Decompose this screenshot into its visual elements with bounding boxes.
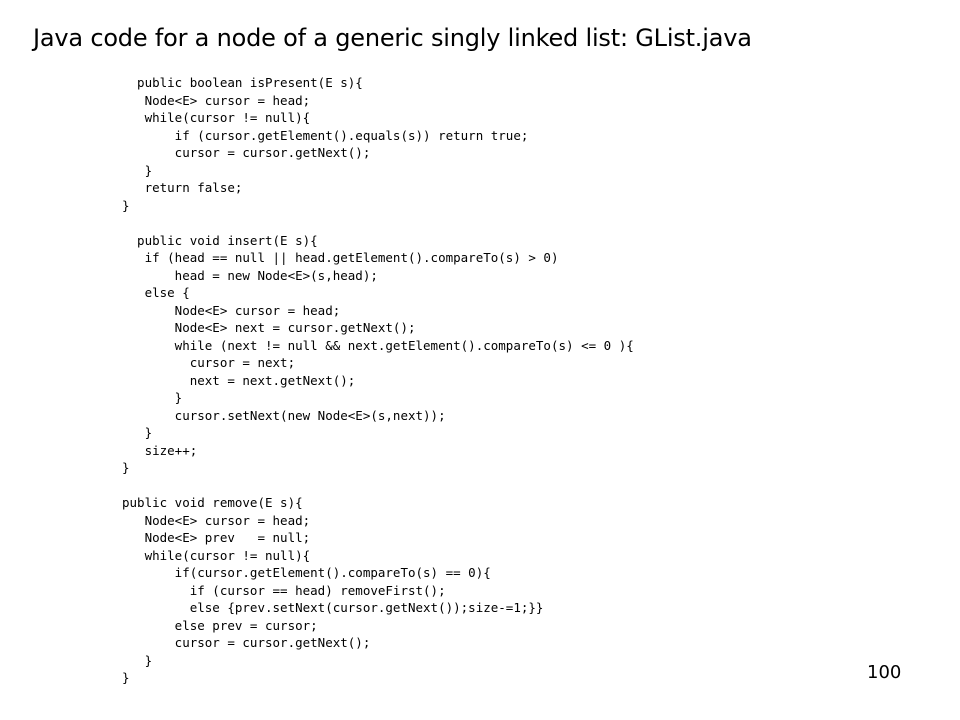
code-line: else { bbox=[122, 285, 190, 300]
code-line bbox=[122, 214, 742, 232]
code-line: } bbox=[122, 197, 130, 213]
code-line: head = new Node<E>(s,head); bbox=[122, 267, 378, 283]
code-line: while(cursor != null){ bbox=[122, 110, 311, 125]
code-line: cursor = cursor.getNext(); bbox=[122, 145, 371, 160]
code-line: else {prev.setNext(cursor.getNext());siz… bbox=[122, 600, 544, 615]
code-line: public void remove(E s){ bbox=[122, 495, 303, 510]
code-line: } bbox=[122, 460, 130, 475]
code-line: public boolean isPresent(E s){ bbox=[122, 75, 363, 90]
code-line: size++; bbox=[122, 442, 198, 458]
code-line: return false; bbox=[122, 180, 243, 195]
code-line: } bbox=[122, 670, 130, 685]
code-line: public void insert(E s){ bbox=[122, 232, 318, 248]
code-block: public boolean isPresent(E s){ Node<E> c… bbox=[122, 74, 742, 687]
code-line: } bbox=[122, 652, 153, 668]
code-line bbox=[122, 477, 742, 495]
code-line: } bbox=[122, 390, 183, 405]
code-line: if (cursor.getElement().equals(s)) retur… bbox=[122, 127, 529, 143]
code-line: } bbox=[122, 425, 153, 440]
code-line: Node<E> cursor = head; bbox=[122, 512, 311, 528]
code-line: if(cursor.getElement().compareTo(s) == 0… bbox=[122, 565, 491, 580]
slide-title: Java code for a node of a generic singly… bbox=[33, 24, 752, 52]
code-line: Node<E> prev = null; bbox=[122, 530, 311, 545]
code-line: Node<E> cursor = head; bbox=[122, 92, 311, 108]
code-listing: public boolean isPresent(E s){ Node<E> c… bbox=[122, 74, 742, 704]
code-line: next = next.getNext(); bbox=[122, 372, 356, 388]
code-line: Node<E> cursor = head; bbox=[122, 302, 341, 318]
code-line: cursor.setNext(new Node<E>(s,next)); bbox=[122, 407, 446, 423]
code-line: if (cursor == head) removeFirst(); bbox=[122, 582, 446, 598]
code-line: Node<E> next = cursor.getNext(); bbox=[122, 320, 416, 335]
code-line: while (next != null && next.getElement()… bbox=[122, 337, 634, 353]
code-line: cursor = cursor.getNext(); bbox=[122, 635, 371, 650]
code-line: cursor = next; bbox=[122, 355, 296, 370]
page-number: 100 bbox=[867, 662, 902, 683]
code-line: } bbox=[122, 162, 153, 178]
code-line: while(cursor != null){ bbox=[122, 547, 311, 563]
code-line: else prev = cursor; bbox=[122, 617, 318, 633]
code-line: if (head == null || head.getElement().co… bbox=[122, 250, 559, 265]
